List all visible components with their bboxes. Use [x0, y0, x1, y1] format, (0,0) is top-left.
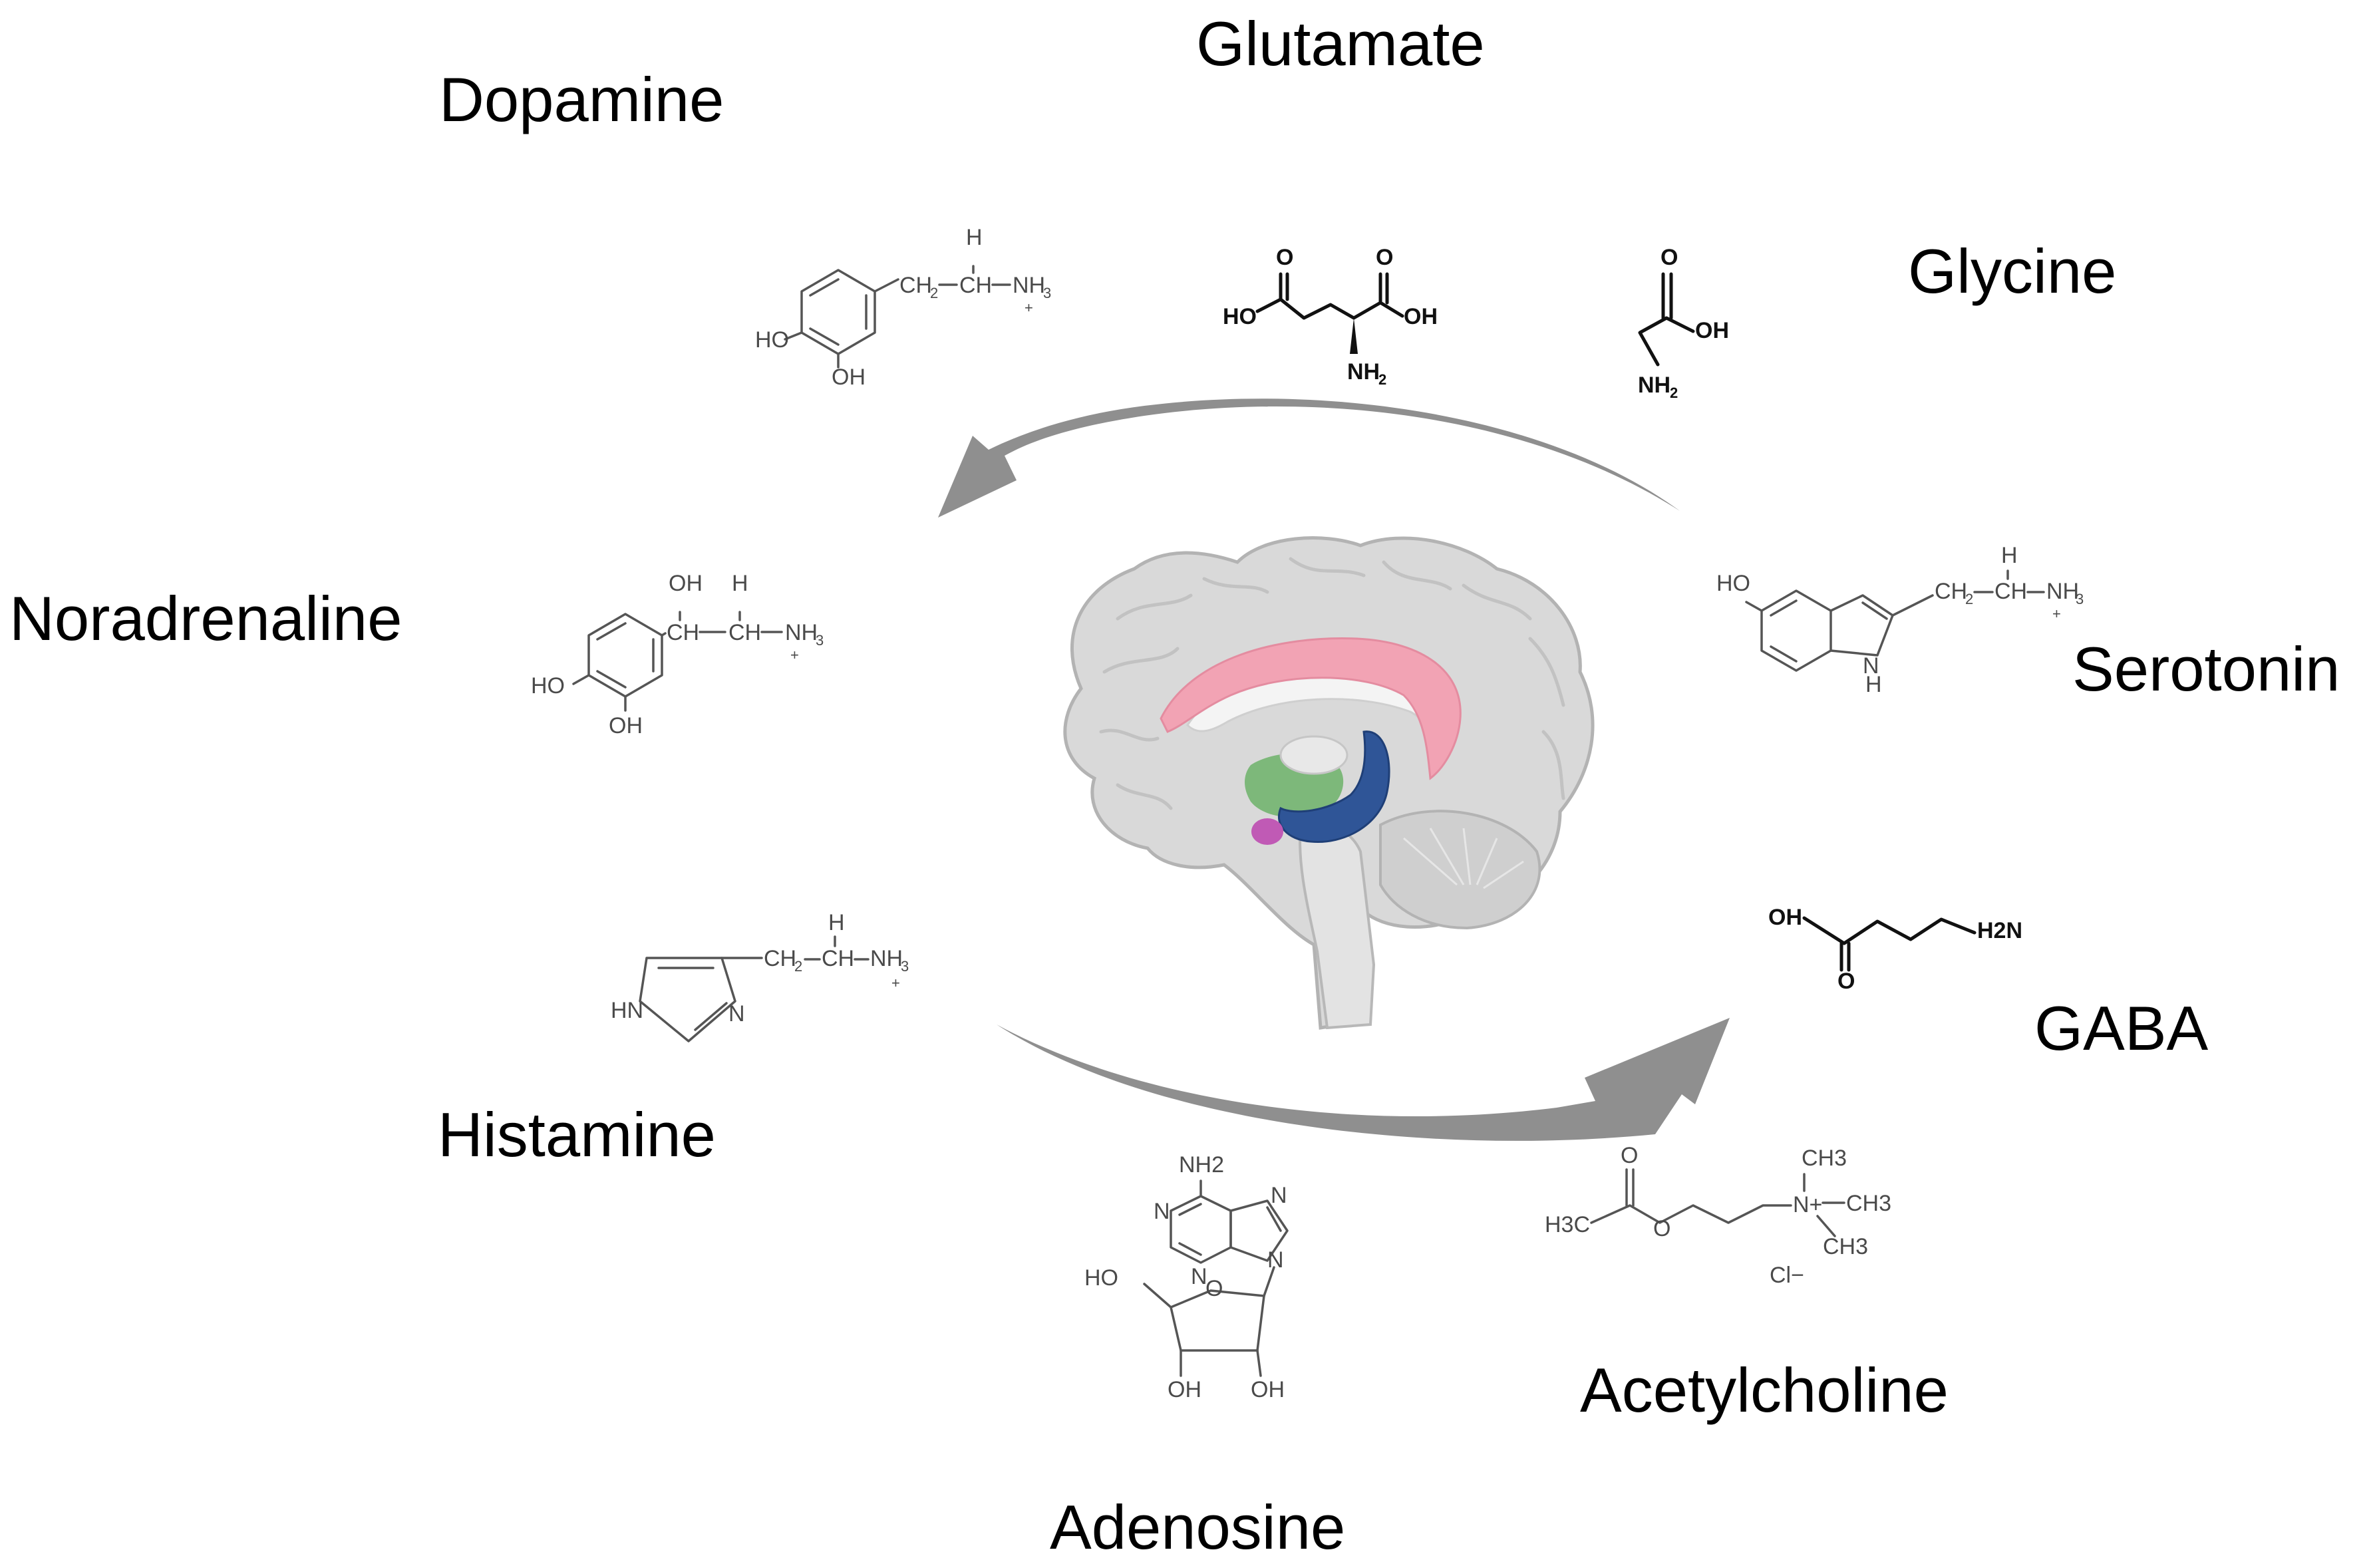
structure-adenosine: NH2 N N N N O HO OH OH — [1084, 1152, 1289, 1402]
arrow-upper-cycle — [938, 398, 1680, 518]
structure-noradrenaline: HO OH CH OH CH H NH 3 + — [531, 571, 824, 738]
svg-text:+: + — [1025, 299, 1033, 316]
label-adenosine: Adenosine — [1050, 1492, 1345, 1562]
svg-text:NH: NH — [785, 620, 818, 645]
svg-text:NH: NH — [870, 946, 903, 971]
svg-text:H: H — [732, 571, 748, 596]
structure-glycine: O OH NH 2 — [1638, 245, 1729, 401]
label-histamine: Histamine — [438, 1100, 716, 1170]
svg-text:2: 2 — [1378, 371, 1386, 388]
svg-text:2: 2 — [794, 958, 802, 975]
svg-text:CH: CH — [959, 273, 992, 298]
svg-text:N: N — [1271, 1183, 1287, 1208]
svg-text:3: 3 — [2076, 591, 2084, 607]
svg-text:OH: OH — [1404, 304, 1438, 329]
structure-histamine: HN N CH 2 CH H NH 3 + — [611, 910, 909, 1042]
svg-text:O: O — [1205, 1276, 1223, 1301]
svg-text:O: O — [1837, 969, 1855, 994]
ventricle — [1279, 735, 1348, 775]
svg-text:N+: N+ — [1793, 1192, 1822, 1217]
svg-text:CH: CH — [728, 620, 761, 645]
svg-text:OH: OH — [1168, 1377, 1201, 1402]
svg-text:3: 3 — [901, 958, 909, 975]
svg-text:CH: CH — [667, 620, 699, 645]
cingulate-gyrus — [1160, 637, 1462, 780]
svg-text:CH3: CH3 — [1802, 1146, 1847, 1171]
label-glycine: Glycine — [1908, 236, 2116, 306]
svg-text:N: N — [1267, 1247, 1284, 1273]
svg-text:CH: CH — [899, 273, 932, 298]
svg-text:2: 2 — [1965, 591, 1973, 607]
svg-text:OH: OH — [832, 365, 866, 390]
svg-text:3: 3 — [1043, 285, 1051, 301]
brain-illustration — [1063, 536, 1595, 1030]
label-glutamate: Glutamate — [1196, 9, 1485, 78]
svg-text:Cl−: Cl− — [1770, 1263, 1804, 1288]
svg-text:OH: OH — [1768, 905, 1802, 930]
svg-text:O: O — [1621, 1143, 1638, 1168]
svg-text:HO: HO — [755, 327, 789, 353]
label-noradrenaline: Noradrenaline — [9, 583, 402, 653]
svg-text:+: + — [790, 647, 799, 663]
svg-text:HO: HO — [1716, 571, 1750, 596]
svg-text:2: 2 — [930, 285, 938, 301]
svg-text:NH2: NH2 — [1179, 1152, 1224, 1177]
svg-text:CH: CH — [1994, 579, 2027, 604]
label-serotonin: Serotonin — [2072, 634, 2340, 704]
svg-text:OH: OH — [669, 571, 703, 596]
svg-text:HO: HO — [1084, 1265, 1118, 1291]
svg-text:CH: CH — [822, 946, 854, 971]
svg-text:HO: HO — [531, 673, 565, 699]
svg-text:CH: CH — [1935, 579, 1967, 604]
label-dopamine: Dopamine — [439, 65, 724, 134]
svg-text:OH: OH — [1251, 1377, 1285, 1402]
structure-gaba: OH O H2N — [1768, 905, 2022, 994]
svg-text:H: H — [828, 910, 845, 935]
structure-serotonin: HO N H CH 2 CH H NH 3 + — [1716, 543, 2084, 697]
svg-text:N: N — [728, 1001, 745, 1026]
hippocampus — [1277, 730, 1390, 844]
structure-acetylcholine: H3C O O N+ CH3 CH3 CH3 Cl− — [1545, 1143, 1891, 1288]
arrow-lower-cycle — [997, 1018, 1730, 1141]
svg-text:NH: NH — [1347, 359, 1380, 385]
svg-text:O: O — [1276, 245, 1293, 270]
svg-text:NH: NH — [2046, 579, 2079, 604]
svg-text:HN: HN — [611, 998, 643, 1023]
svg-text:2: 2 — [1670, 385, 1678, 401]
svg-text:O: O — [1653, 1216, 1670, 1241]
svg-text:N: N — [1154, 1199, 1170, 1224]
structure-glutamate: HO O O OH NH 2 — [1223, 245, 1438, 388]
svg-text:H: H — [1865, 672, 1882, 697]
label-acetylcholine: Acetylcholine — [1580, 1355, 1949, 1425]
svg-text:H2N: H2N — [1977, 918, 2022, 943]
structure-dopamine: HO OH CH 2 CH H NH 3 + — [755, 225, 1051, 390]
svg-text:NH: NH — [1638, 373, 1670, 398]
cerebellum — [1379, 810, 1541, 930]
svg-text:O: O — [1661, 245, 1678, 270]
svg-text:H3C: H3C — [1545, 1212, 1590, 1237]
label-gaba: GABA — [2034, 993, 2209, 1063]
svg-text:CH3: CH3 — [1846, 1191, 1891, 1216]
svg-text:OH: OH — [609, 713, 643, 738]
svg-text:OH: OH — [1695, 318, 1729, 343]
amygdala — [1251, 818, 1283, 845]
svg-text:NH: NH — [1013, 273, 1045, 298]
svg-text:CH: CH — [764, 946, 796, 971]
svg-text:CH3: CH3 — [1823, 1234, 1868, 1259]
svg-text:H: H — [966, 225, 983, 250]
svg-text:3: 3 — [816, 632, 824, 649]
svg-text:N: N — [1863, 653, 1879, 679]
svg-text:+: + — [2052, 605, 2061, 622]
svg-text:N: N — [1191, 1264, 1207, 1289]
svg-text:HO: HO — [1223, 304, 1257, 329]
svg-text:H: H — [2001, 543, 2018, 568]
svg-text:O: O — [1376, 245, 1393, 270]
svg-text:+: + — [891, 975, 900, 991]
